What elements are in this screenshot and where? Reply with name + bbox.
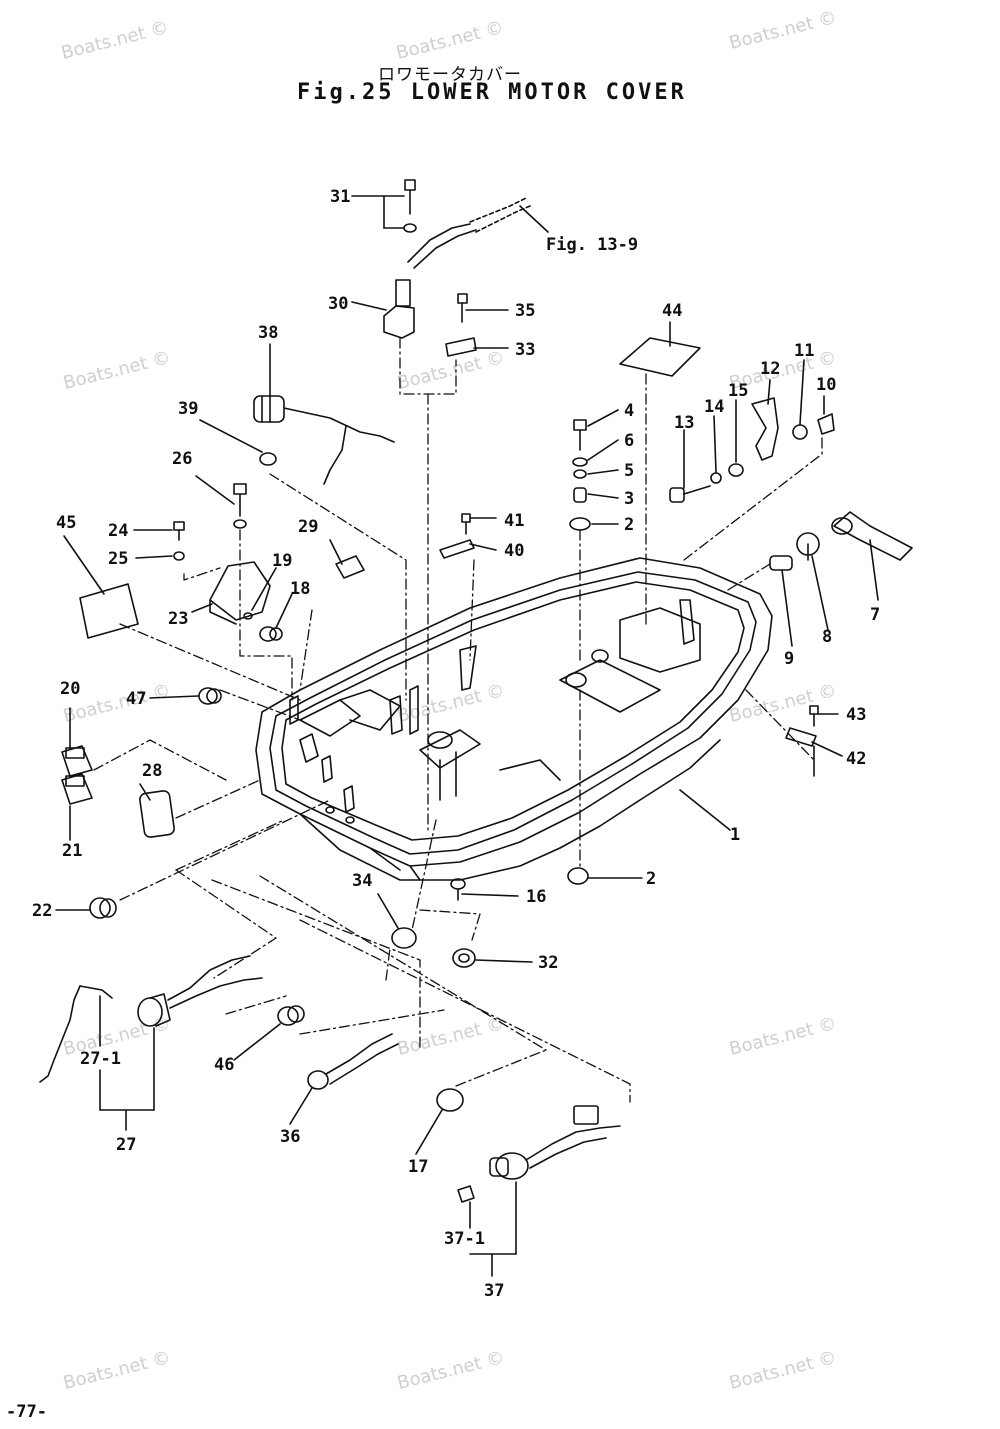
label-24: 24 [108,521,128,541]
label-43: 43 [846,705,866,725]
label-45 [79,583,139,639]
label-37-1: 37-1 [444,1229,485,1249]
label-35: 35 [515,301,535,321]
bolt-31 [403,179,417,233]
bolt-26 [233,483,247,529]
label-9: 9 [784,649,794,669]
lever-7 [831,511,913,561]
lever-parts [669,397,835,503]
label-22: 22 [32,901,52,921]
collar-18 [259,626,283,642]
page-number: -77- [6,1402,47,1422]
key-switch-37 [489,1105,621,1180]
switch-27 [39,955,263,1083]
part-labels: 31 Fig. 13-9 30 35 33 44 38 11 12 10 15 … [32,187,880,1301]
label-2a: 2 [624,515,634,535]
terminal-block-30 [383,279,415,339]
screw-24 [173,521,185,541]
plug-17 [436,1088,464,1112]
clip-21 [61,773,93,805]
label-32: 32 [538,953,558,973]
label-14: 14 [704,397,724,417]
label-46: 46 [214,1055,234,1075]
clip-20 [61,745,93,777]
label-39: 39 [178,399,198,419]
label-6: 6 [624,431,634,451]
label-47: 47 [126,689,146,709]
label-38: 38 [258,323,278,343]
label-27: 27 [116,1135,136,1155]
wire-lead [407,197,531,269]
screw-41 [461,513,471,535]
pin-19 [243,612,253,620]
grommet-47 [198,687,222,705]
label-45: 45 [56,513,76,533]
label-11: 11 [794,341,814,361]
label-20: 20 [60,679,80,699]
grommet-29 [335,555,365,579]
label-34: 34 [352,871,372,891]
grommet-2 [567,867,589,885]
label-13: 13 [674,413,694,433]
label-33: 33 [515,340,535,360]
label-5: 5 [624,461,634,481]
screw-43 [809,705,819,727]
screw-16 [450,878,466,901]
label-2b: 2 [646,869,656,889]
label-30: 30 [328,294,348,314]
label-23: 23 [168,609,188,629]
label-3: 3 [624,489,634,509]
figure-title: Fig.25 LOWER MOTOR COVER [297,80,687,105]
label-29: 29 [298,517,318,537]
label-44: 44 [662,301,682,321]
switch-36 [307,1033,399,1090]
label-16: 16 [526,887,546,907]
label-36: 36 [280,1127,300,1147]
plug-46 [277,1005,305,1026]
label-41: 41 [504,511,524,531]
switch-38 [253,395,395,485]
label-26: 26 [172,449,192,469]
label-44 [619,337,701,377]
plate-40 [439,539,475,559]
key-37-1 [457,1185,475,1203]
label-42: 42 [846,749,866,769]
label-15: 15 [728,381,748,401]
label-21: 21 [62,841,82,861]
plug-22 [89,897,117,919]
label-19: 19 [272,551,292,571]
label-10: 10 [816,375,836,395]
leader-lines [55,195,879,1277]
label-17: 17 [408,1157,428,1177]
plate-33 [445,337,477,357]
washer-39 [259,452,277,466]
plate-42 [785,727,817,747]
reference-arrow [519,205,549,233]
alignment-lines [93,337,823,1103]
plug-34 [391,927,417,949]
lower-motor-cover-body [255,557,773,881]
label-31: 31 [330,187,350,207]
label-8: 8 [822,627,832,647]
label-28: 28 [142,761,162,781]
stack-parts [569,419,591,531]
label-12: 12 [760,359,780,379]
label-40: 40 [504,541,524,561]
screw-35 [457,293,468,323]
label-4: 4 [624,401,634,421]
label-27-1: 27-1 [80,1049,121,1069]
plate-28 [139,790,175,838]
washer-25 [173,551,185,561]
reference-label: Fig. 13-9 [546,235,638,255]
collar-9 [769,555,793,571]
title-japanese: ロワモータカバー [378,65,522,85]
grommet-32 [452,948,476,968]
label-7: 7 [870,605,880,625]
label-37: 37 [484,1281,504,1301]
label-18: 18 [290,579,310,599]
label-1: 1 [730,825,740,845]
label-25: 25 [108,549,128,569]
